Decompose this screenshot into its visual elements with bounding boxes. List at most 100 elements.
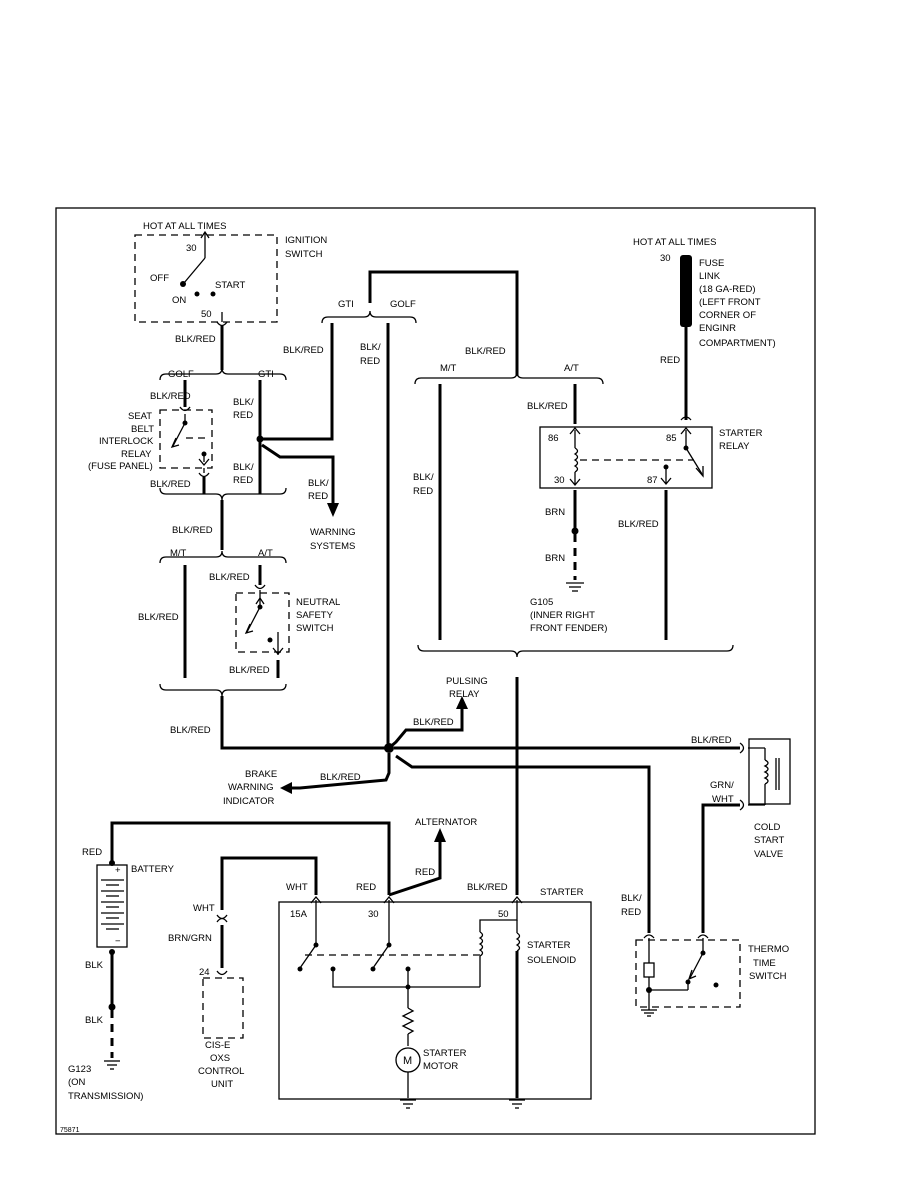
option-at-1: A/T bbox=[258, 548, 273, 559]
starter-term-50: 50 bbox=[498, 909, 509, 920]
option-at-2: A/T bbox=[564, 363, 579, 374]
wire-label-gti-3: BLK/ bbox=[233, 462, 254, 473]
fuse-term-30: 30 bbox=[660, 253, 671, 264]
wire-label-pulsing: BLK/RED bbox=[413, 717, 454, 728]
brace-gti-golf-top bbox=[321, 310, 417, 324]
starter-motor-symbol: M bbox=[403, 1055, 412, 1067]
wire-label-main-left: BLK/RED bbox=[170, 725, 211, 736]
starter-label: STARTER bbox=[540, 887, 584, 898]
brake-label-3: INDICATOR bbox=[223, 796, 275, 807]
ns-label-3: SWITCH bbox=[296, 623, 334, 634]
wire-label-thermo-2: RED bbox=[621, 907, 641, 918]
wire-label-ns-out: BLK/RED bbox=[229, 665, 270, 676]
wire-label-relay-87: BLK/RED bbox=[618, 519, 659, 530]
relay-term-85: 85 bbox=[666, 433, 677, 444]
wire-label-grn-wht-2: WHT bbox=[712, 794, 734, 805]
ignition-on-label: ON bbox=[172, 295, 186, 306]
starter-relay: BLK/RED 86 30 85 87 STARTER RELAY bbox=[527, 384, 763, 489]
fuse-label-5: CORNER OF bbox=[699, 310, 756, 321]
warning-label-2: SYSTEMS bbox=[310, 541, 355, 552]
wire-label-wht-1: WHT bbox=[286, 882, 308, 893]
battery-label: BATTERY bbox=[131, 864, 175, 875]
wire-label-relay-86: BLK/RED bbox=[527, 401, 568, 412]
cise-label-3: CONTROL bbox=[198, 1066, 244, 1077]
ignition-name-2: SWITCH bbox=[285, 249, 323, 260]
wire-label-gti-top: BLK/RED bbox=[283, 345, 324, 356]
wire-label-gti-4: RED bbox=[233, 475, 253, 486]
fuse-label-4: (LEFT FRONT bbox=[699, 297, 761, 308]
cold-start-label-3: VALVE bbox=[754, 849, 783, 860]
wire-label-grn-wht-1: GRN/ bbox=[710, 780, 734, 791]
cise-box bbox=[202, 977, 244, 1039]
neutral-safety-switch: BLK/RED NEUTRAL SAFETY SWITCH BLK/RED bbox=[209, 565, 340, 678]
ignition-hot-label: HOT AT ALL TIMES bbox=[143, 221, 226, 232]
battery-plus: + bbox=[115, 865, 121, 876]
g123-label-3: TRANSMISSION) bbox=[68, 1091, 143, 1102]
brace-merge-3 bbox=[417, 644, 734, 658]
relay-label-2: RELAY bbox=[719, 441, 750, 452]
wire-wht bbox=[220, 856, 318, 910]
wire-label-alt-red: RED bbox=[415, 867, 435, 878]
starter-motor-label-2: MOTOR bbox=[423, 1061, 458, 1072]
fuse-link: HOT AT ALL TIMES 30 RED FUSE LINK (18 GA… bbox=[633, 237, 776, 421]
pulsing-label-2: RELAY bbox=[449, 689, 480, 700]
thermo-label-2: TIME bbox=[753, 958, 776, 969]
wire-label-sb-out: BLK/RED bbox=[150, 479, 191, 490]
wire-to-gti-top bbox=[260, 323, 334, 441]
wire-label-wht-2: WHT bbox=[193, 903, 215, 914]
wire-label-main-1: BLK/ bbox=[360, 342, 381, 353]
warning-label-1: WARNING bbox=[310, 527, 356, 538]
warning-arrow-icon bbox=[327, 503, 339, 517]
wire-to-brake bbox=[290, 753, 391, 790]
fuse-label-1: FUSE bbox=[699, 258, 724, 269]
ground-g123-icon bbox=[104, 1060, 120, 1070]
wire-label-brake: BLK/RED bbox=[320, 772, 361, 783]
seat-belt-interlock-relay: BLK/RED SEAT BELT INTERLOCK RELAY (FUSE … bbox=[88, 380, 213, 494]
alternator-arrow-icon bbox=[434, 828, 446, 842]
wire-label-fuse-red: RED bbox=[660, 355, 680, 366]
pulsing-arrow-icon bbox=[456, 696, 468, 709]
fuse-label-7: COMPARTMENT) bbox=[699, 338, 776, 349]
wire-label-blk-2: BLK bbox=[85, 1015, 104, 1026]
wire-label-ign: BLK/RED bbox=[175, 334, 216, 345]
wire-label-battery-red: RED bbox=[82, 847, 102, 858]
wire-label-brn-2: BRN bbox=[545, 553, 565, 564]
sb-label-2: BELT bbox=[131, 424, 154, 435]
starter-motor-label-1: STARTER bbox=[423, 1048, 467, 1059]
option-gti-1: GTI bbox=[258, 369, 274, 380]
cise-term-24: 24 bbox=[199, 967, 210, 978]
wire-label-blk-1: BLK bbox=[85, 960, 104, 971]
cise-connector-2 bbox=[216, 917, 228, 923]
cold-start-label-2: START bbox=[754, 835, 784, 846]
brake-label-2: WARNING bbox=[228, 782, 274, 793]
battery-icon: + − bbox=[96, 864, 128, 948]
relay-term-87: 87 bbox=[647, 475, 658, 486]
wire-label-merge-1: BLK/RED bbox=[172, 525, 213, 536]
relay-term-30: 30 bbox=[554, 475, 565, 486]
wire-alternator bbox=[388, 840, 442, 897]
sb-label-1: SEAT bbox=[128, 411, 152, 422]
g123-label-1: G123 bbox=[68, 1064, 91, 1075]
wire-label-warn-2: RED bbox=[308, 491, 328, 502]
fuse-hot-label: HOT AT ALL TIMES bbox=[633, 237, 716, 248]
wire-to-warning bbox=[261, 443, 335, 505]
wire-label-sb-in: BLK/RED bbox=[150, 391, 191, 402]
wire-label-cold-start: BLK/RED bbox=[691, 735, 732, 746]
wire-label-gti-2: RED bbox=[233, 410, 253, 421]
wire-label-golf-loop: BLK/RED bbox=[465, 346, 506, 357]
g105-label-3: FRONT FENDER) bbox=[530, 623, 607, 634]
fuse-label-2: LINK bbox=[699, 271, 721, 282]
ignition-term-50: 50 bbox=[201, 309, 212, 320]
solenoid-label-1: STARTER bbox=[527, 940, 571, 951]
wire-label-main-2: RED bbox=[360, 356, 380, 367]
ignition-name-1: IGNITION bbox=[285, 235, 327, 246]
alternator-label: ALTERNATOR bbox=[415, 817, 477, 828]
wire-to-thermo bbox=[395, 754, 651, 933]
figure-id: 75871 bbox=[60, 1127, 80, 1134]
wire-label-brn-1: BRN bbox=[545, 507, 565, 518]
diagram-frame bbox=[55, 207, 816, 1135]
wire-label-mt2-2: RED bbox=[413, 486, 433, 497]
ignition-term-30: 30 bbox=[186, 243, 197, 254]
cise-label-2: OXS bbox=[210, 1053, 230, 1064]
